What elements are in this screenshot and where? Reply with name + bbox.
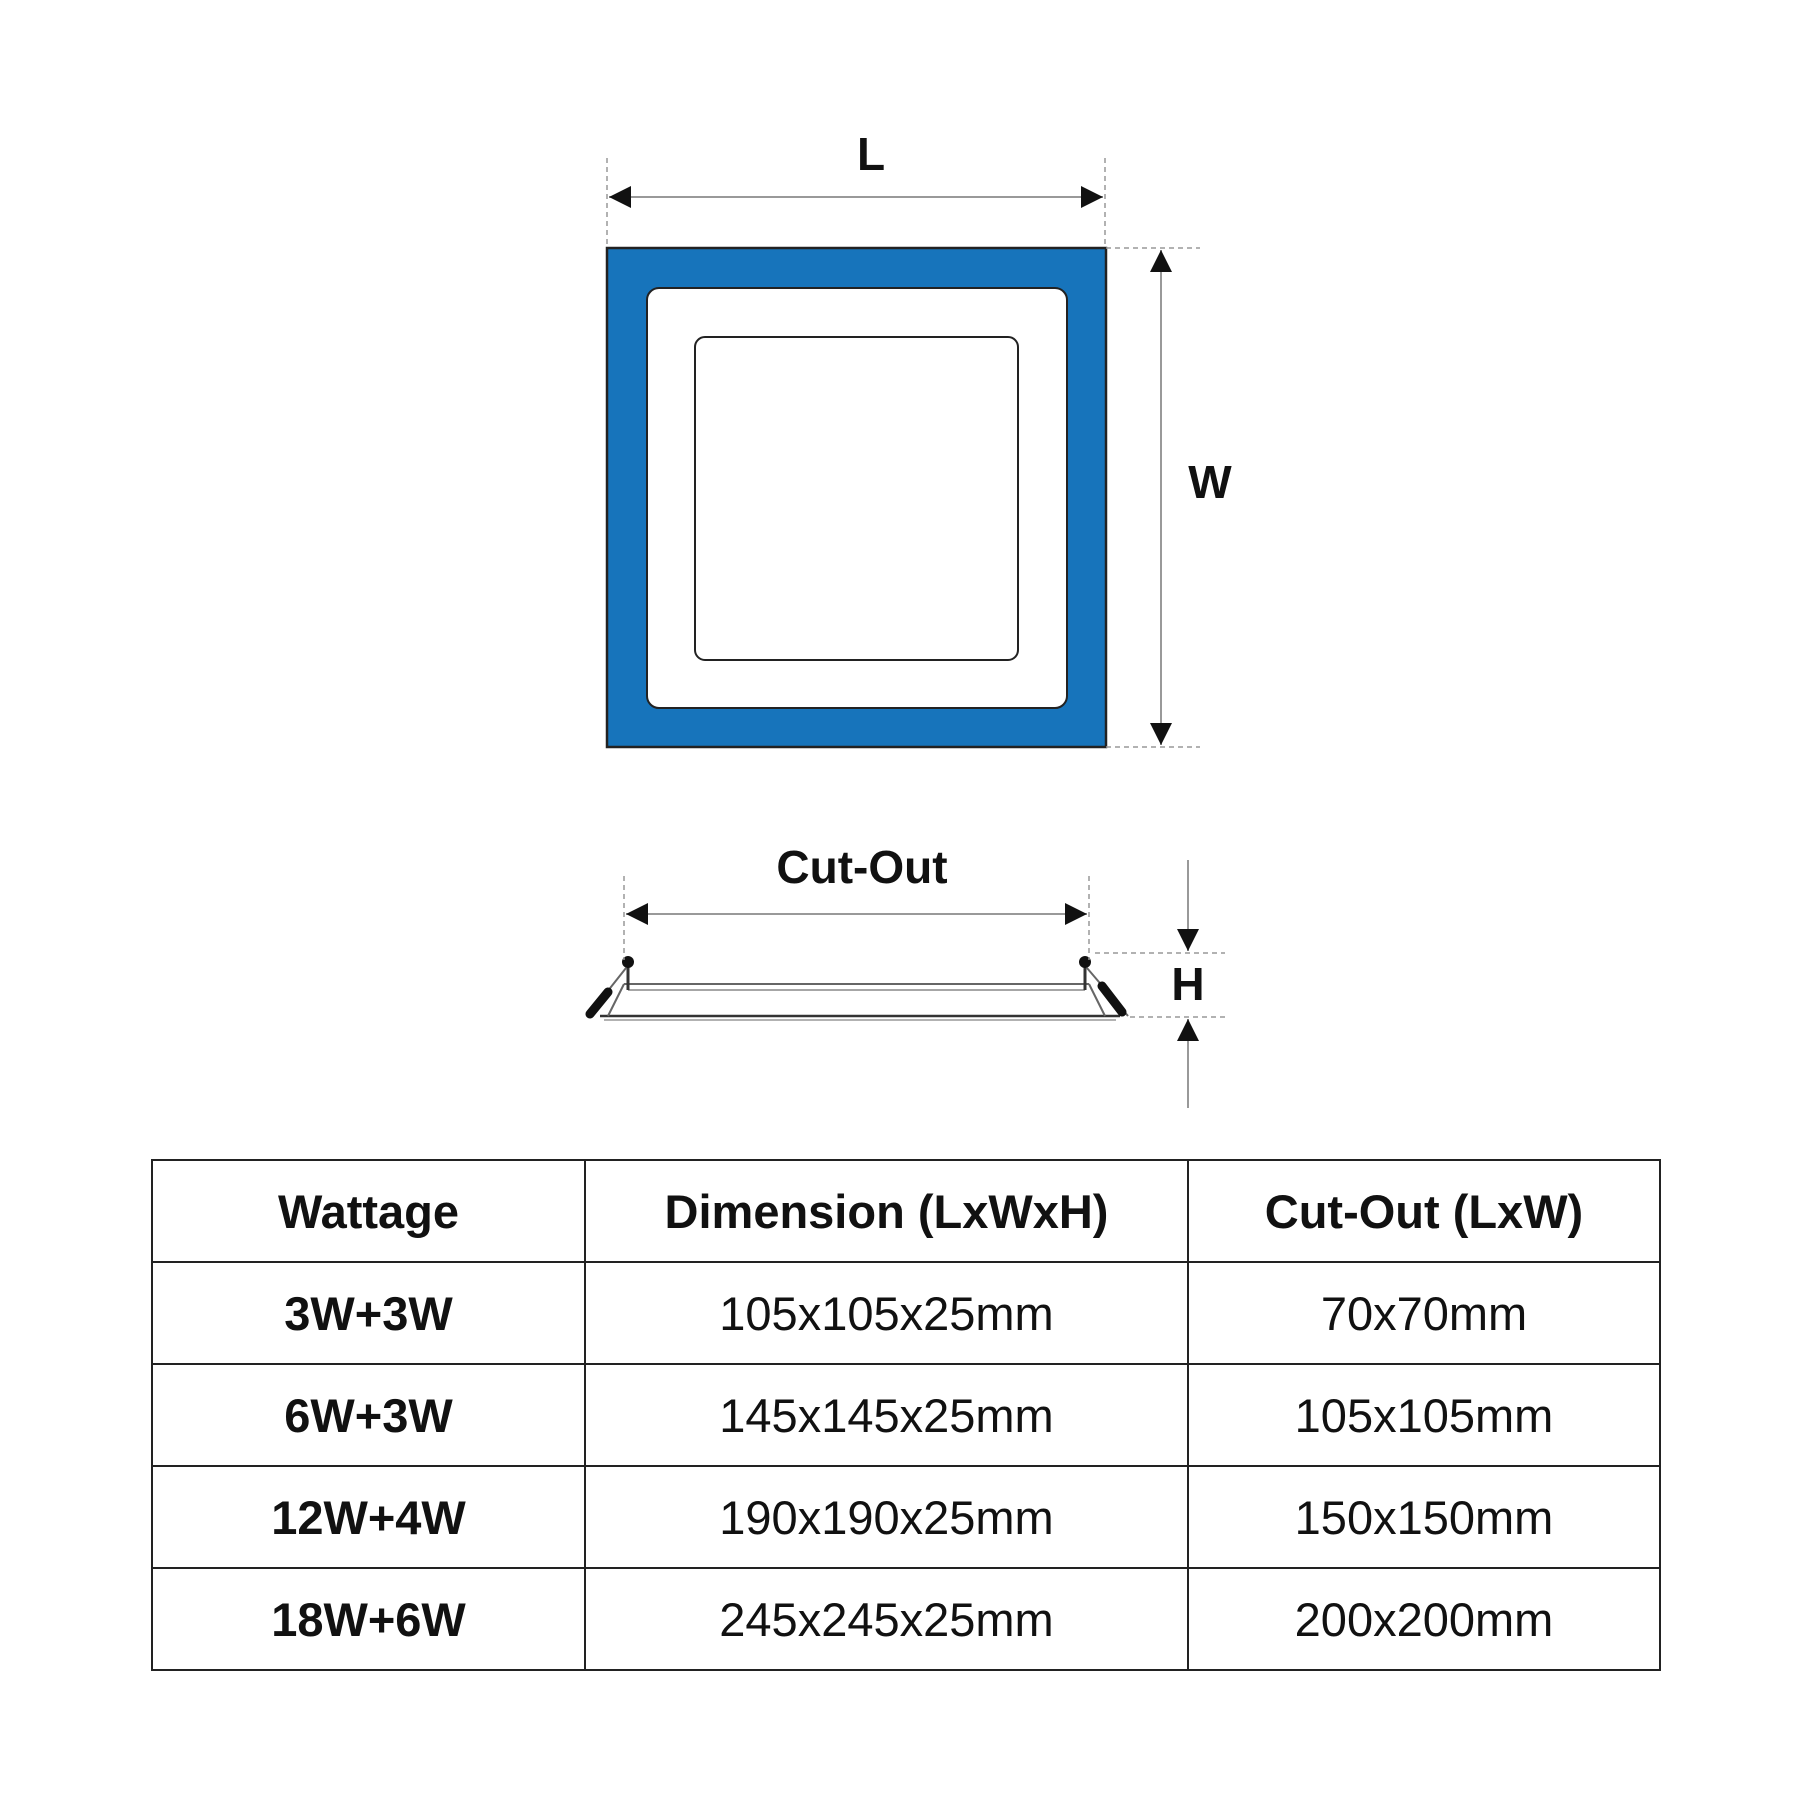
table-row: 6W+3W 145x145x25mm 105x105mm xyxy=(151,1363,1661,1467)
cell-dimension: 105x105x25mm xyxy=(584,1261,1189,1365)
cell-wattage: 6W+3W xyxy=(151,1363,586,1467)
width-label: W xyxy=(1188,456,1232,508)
side-body-left-edge xyxy=(607,983,625,1017)
spec-table: Wattage Dimension (LxWxH) Cut-Out (LxW) … xyxy=(151,1159,1661,1671)
panel-top-view xyxy=(605,246,1108,749)
length-dimension: L xyxy=(606,128,1106,248)
cell-dimension: 145x145x25mm xyxy=(584,1363,1189,1467)
length-label: L xyxy=(857,128,885,180)
table-row: 18W+6W 245x245x25mm 200x200mm xyxy=(151,1567,1661,1671)
right-spring-clip xyxy=(1097,981,1127,1017)
left-spring-clip xyxy=(585,987,613,1019)
height-dimension: H xyxy=(1095,860,1225,1108)
table-header-row: Wattage Dimension (LxWxH) Cut-Out (LxW) xyxy=(151,1159,1661,1263)
left-spring-pivot xyxy=(622,956,634,968)
table-row: 3W+3W 105x105x25mm 70x70mm xyxy=(151,1261,1661,1365)
cell-cutout: 70x70mm xyxy=(1187,1261,1661,1365)
panel-inner-lens xyxy=(694,336,1019,661)
height-label: H xyxy=(1171,958,1204,1010)
cell-cutout: 105x105mm xyxy=(1187,1363,1661,1467)
side-body-right-edge xyxy=(1088,983,1106,1017)
cell-wattage: 3W+3W xyxy=(151,1261,586,1365)
cell-dimension: 245x245x25mm xyxy=(584,1567,1189,1671)
right-spring-pivot xyxy=(1079,956,1091,968)
cell-dimension: 190x190x25mm xyxy=(584,1465,1189,1569)
cell-wattage: 18W+6W xyxy=(151,1567,586,1671)
cutout-dimension: Cut-Out xyxy=(623,841,1090,960)
header-wattage: Wattage xyxy=(151,1159,586,1263)
width-dimension: W xyxy=(1106,247,1232,748)
table-row: 12W+4W 190x190x25mm 150x150mm xyxy=(151,1465,1661,1569)
cell-wattage: 12W+4W xyxy=(151,1465,586,1569)
header-dimension: Dimension (LxWxH) xyxy=(584,1159,1189,1263)
cell-cutout: 200x200mm xyxy=(1187,1567,1661,1671)
cutout-label: Cut-Out xyxy=(776,841,947,893)
header-cutout: Cut-Out (LxW) xyxy=(1187,1159,1661,1263)
cell-cutout: 150x150mm xyxy=(1187,1465,1661,1569)
panel-side-view xyxy=(585,956,1129,1021)
panel-dimension-diagram: L W Cut-Out H xyxy=(585,128,1232,1108)
